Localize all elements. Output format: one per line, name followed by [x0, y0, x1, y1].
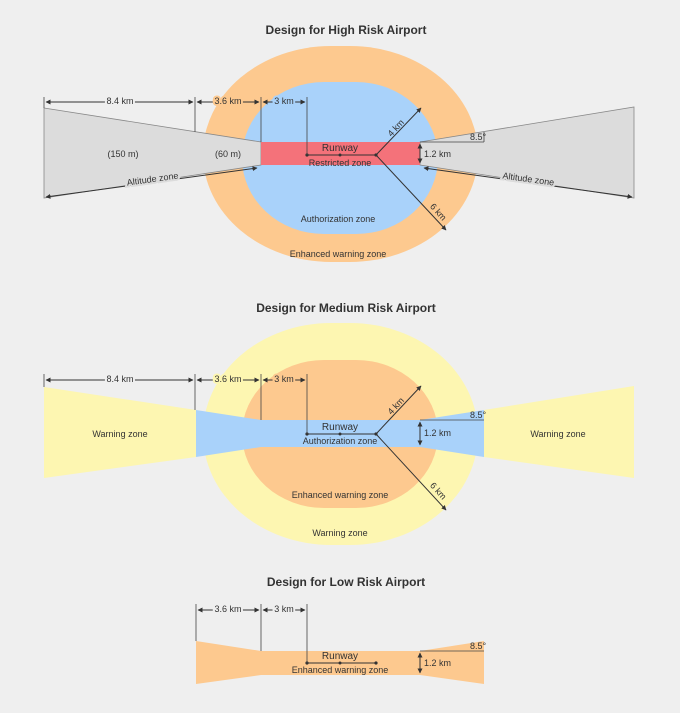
- medium-dim-1-2-label: 1.2 km: [424, 428, 451, 438]
- high-dim-1-2-label: 1.2 km: [424, 149, 451, 159]
- high-dim-4-line: [375, 107, 422, 156]
- low-dim-3-label: 3 km: [274, 604, 294, 614]
- high-dim-3-label: 3 km: [274, 96, 294, 106]
- high-enhanced-warning-zone-label: Enhanced warning zone: [290, 249, 387, 259]
- low-dim-3-6-label: 3.6 km: [214, 604, 241, 614]
- high-dim-8-4-label: 8.4 km: [106, 96, 133, 106]
- medium-risk-title: Design for Medium Risk Airport: [256, 301, 436, 315]
- medium-enhanced-warning-zone-label: Enhanced warning zone: [292, 490, 389, 500]
- high-altitude-arrow-left: [45, 166, 258, 199]
- medium-dim-8-4-label: 8.4 km: [106, 374, 133, 384]
- medium-risk-panel: Design for Medium Risk Airport 8.4 km 3.…: [43, 301, 634, 545]
- medium-warning-zone-outer-label: Warning zone: [312, 528, 367, 538]
- high-altitude-arrow-right: [423, 166, 633, 199]
- high-restricted-zone-label: Restricted zone: [309, 158, 372, 168]
- medium-angle-label: 8.5°: [470, 410, 487, 420]
- medium-runway-label: Runway: [322, 422, 358, 433]
- high-angle-label: 8.5°: [470, 132, 487, 142]
- medium-dim-6-line: [375, 433, 447, 511]
- high-dim-6-line: [375, 154, 447, 231]
- low-risk-panel: Design for Low Risk Airport 3.6 km 3 km …: [195, 575, 487, 684]
- high-risk-title: Design for High Risk Airport: [266, 23, 427, 37]
- low-risk-title: Design for Low Risk Airport: [267, 575, 425, 589]
- medium-warning-zone-left: [44, 387, 196, 478]
- low-angle-label: 8.5°: [470, 641, 487, 651]
- low-dim-1-2-label: 1.2 km: [424, 658, 451, 668]
- low-runway-label: Runway: [322, 651, 358, 662]
- medium-dim-4-line: [375, 385, 422, 435]
- medium-warning-zone-right-label: Warning zone: [530, 429, 585, 439]
- medium-authorization-zone-label: Authorization zone: [303, 436, 378, 446]
- medium-runway-center-dot: [338, 432, 342, 436]
- low-runway-center-dot: [338, 661, 342, 665]
- high-height-150-label: (150 m): [107, 149, 138, 159]
- high-dim-3-6-label: 3.6 km: [214, 96, 241, 106]
- high-runway-label: Runway: [322, 143, 358, 154]
- high-authorization-zone-label: Authorization zone: [301, 214, 376, 224]
- low-enhanced-warning-zone-label: Enhanced warning zone: [292, 665, 389, 675]
- high-risk-panel: Design for High Risk Airport 8.4 km 3.6 …: [43, 23, 635, 262]
- high-runway-center-dot: [338, 153, 342, 157]
- medium-warning-zone-right: [484, 386, 634, 478]
- high-height-60-label: (60 m): [215, 149, 241, 159]
- medium-dim-3-label: 3 km: [274, 374, 294, 384]
- medium-warning-zone-left-label: Warning zone: [92, 429, 147, 439]
- medium-dim-3-6-label: 3.6 km: [214, 374, 241, 384]
